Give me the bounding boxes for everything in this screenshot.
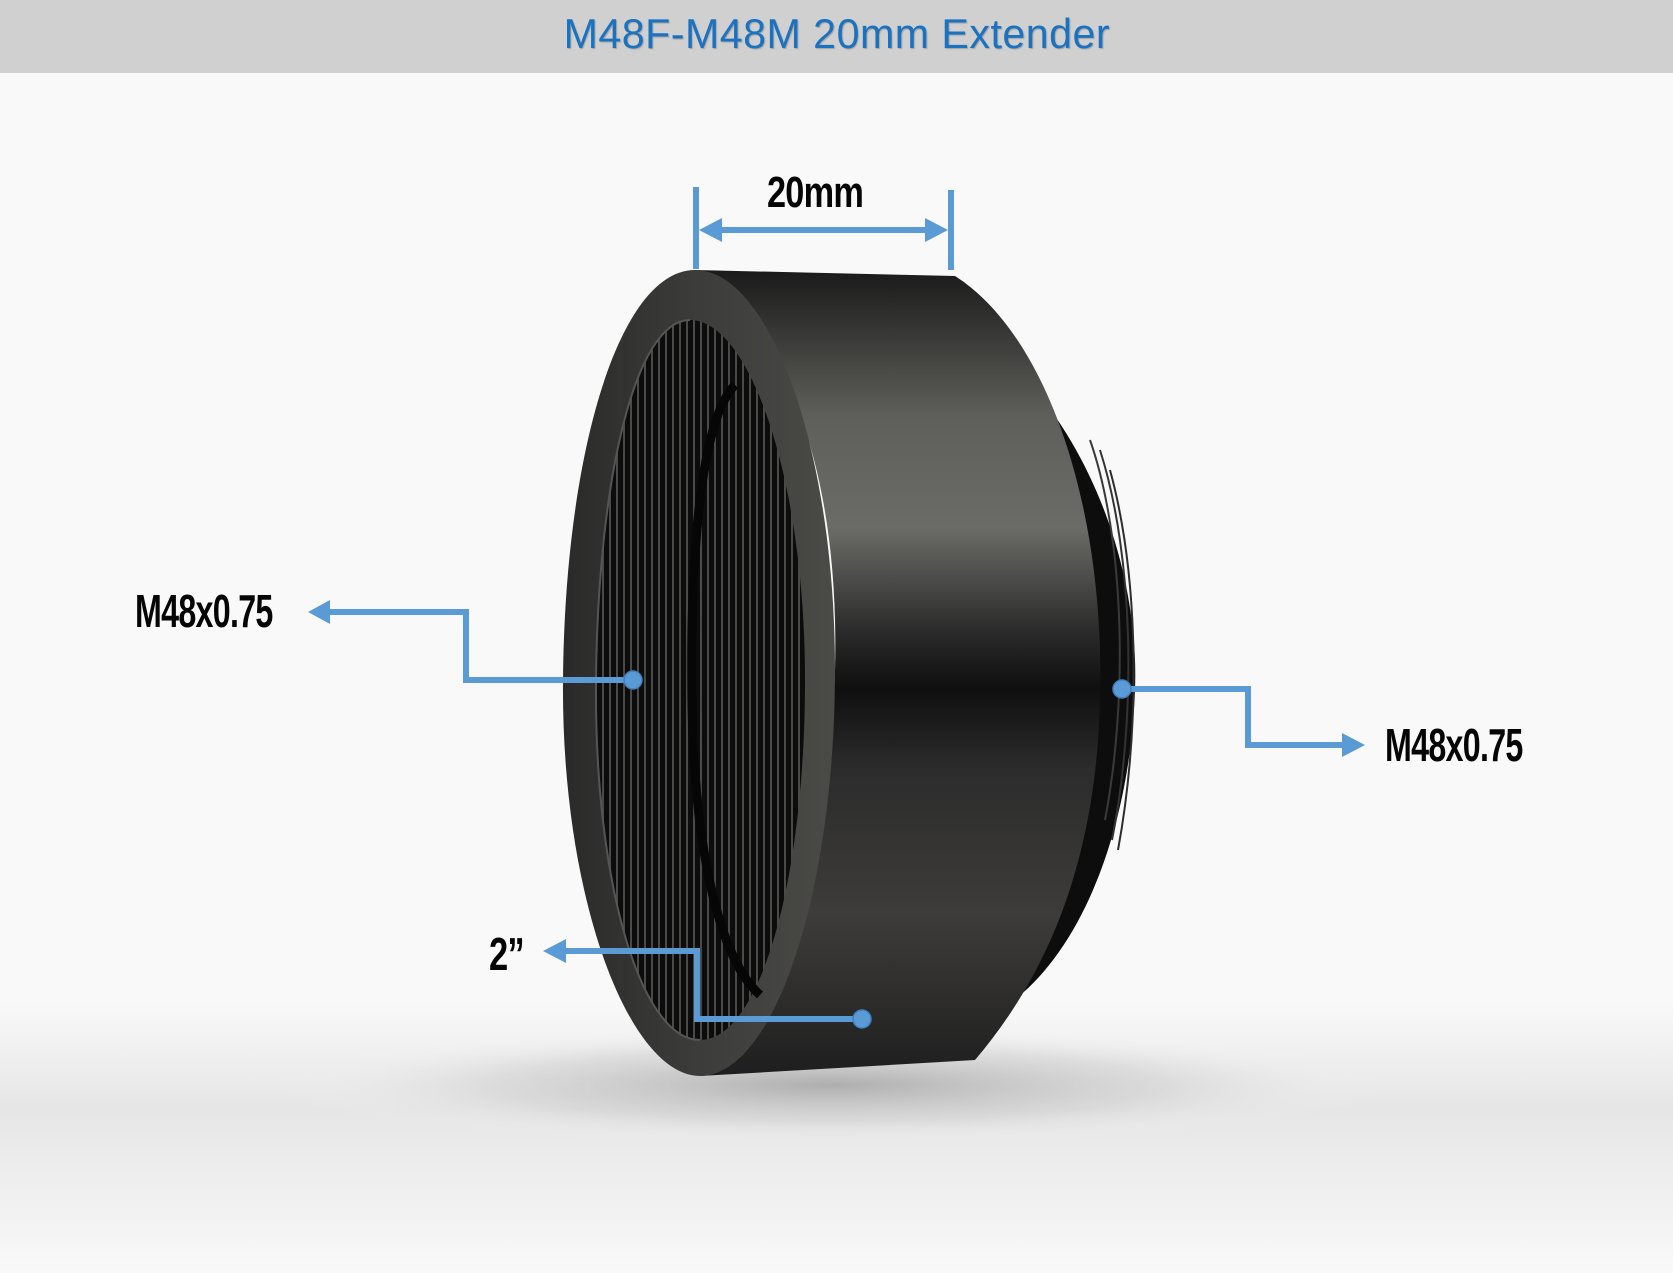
length-dimension — [693, 187, 954, 270]
female-thread-label: M48x0.75 — [135, 585, 273, 637]
ring-shadow — [270, 1025, 1390, 1145]
barrel-callout — [543, 939, 872, 1029]
page-title-text: M48F-M48M 20mm Extender — [563, 10, 1110, 57]
male-thread-label: M48x0.75 — [1385, 719, 1523, 771]
extender-barrel — [695, 270, 1101, 1076]
female-thread-callout — [308, 600, 643, 690]
length-label: 20mm — [767, 168, 864, 217]
barrel-size-label: 2” — [489, 928, 525, 980]
female-thread-opening — [595, 320, 805, 1040]
male-thread-callout — [1112, 679, 1365, 757]
product-diagram — [0, 73, 1673, 1273]
title-banner: M48F-M48M 20mm Extender — [0, 0, 1673, 73]
page-title: M48F-M48M 20mm Extender — [0, 8, 1673, 60]
